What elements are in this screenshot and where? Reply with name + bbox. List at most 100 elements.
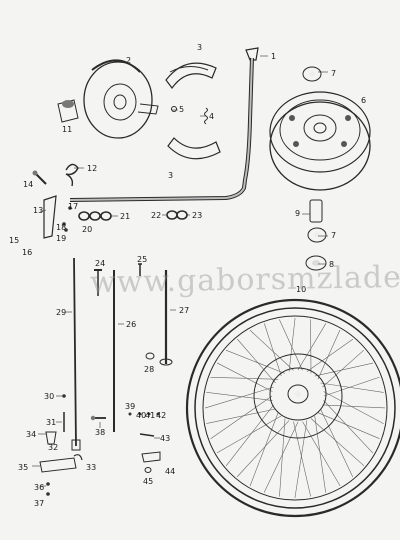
wheel-spoke (297, 323, 327, 371)
callout-7-bottom: 7 (331, 231, 336, 240)
callout-37: 37 (34, 499, 44, 508)
callout-18: 18 (56, 223, 66, 232)
wheel-spoke (206, 391, 273, 401)
callout-33: 33 (86, 463, 96, 472)
wheel-spoke (249, 412, 279, 487)
callout-41: 41 (145, 411, 155, 420)
callout-9: 9 (295, 209, 300, 218)
part-brake-rod (71, 257, 81, 451)
part-pin (171, 106, 177, 112)
wheel-spoke (225, 349, 286, 374)
leader-lines (32, 55, 328, 487)
wheel-spoke (216, 362, 273, 392)
wheel-spoke (314, 362, 374, 377)
part-seal-ring (305, 255, 327, 271)
callout-36: 36 (34, 483, 44, 492)
callout-26: 26 (126, 320, 136, 329)
part-spring-clip (65, 163, 79, 187)
wheel-spoke (323, 391, 384, 424)
callout-43: 43 (160, 434, 170, 443)
callout-7-top: 7 (331, 69, 336, 78)
callout-44: 44 (165, 467, 175, 476)
callout-22: 22 (151, 211, 161, 220)
callout-1: 1 (271, 52, 276, 61)
wheel-spoke (210, 395, 273, 440)
callout-21: 21 (120, 212, 130, 221)
part-lever-arm (43, 195, 57, 239)
part-rods (94, 263, 173, 432)
part-bolt-14 (32, 170, 47, 185)
part-brake-lever (69, 47, 259, 202)
callout-2: 2 (126, 56, 131, 65)
part-brake-anchor-plate (83, 59, 159, 139)
part-bearing-top (302, 66, 322, 82)
part-small-hardware-center (90, 412, 161, 473)
callout-6: 6 (361, 96, 366, 105)
callout-40: 40 (136, 411, 146, 420)
callout-29: 29 (56, 308, 66, 317)
wheel-spoke (225, 404, 274, 467)
part-nut (57, 99, 79, 123)
callout-20: 20 (82, 225, 92, 234)
callout-5: 5 (179, 105, 184, 114)
part-rings (62, 206, 188, 232)
callout-8: 8 (329, 260, 334, 269)
wheel-spoke (310, 418, 365, 467)
wheel-spoke (320, 408, 354, 478)
wheel-spoke (279, 319, 303, 371)
callout-24: 24 (95, 259, 105, 268)
wheel-spoke (236, 338, 276, 384)
callout-labels: 1 2 3 3 4 5 6 7 7 8 9 10 11 12 13 14 15 … (9, 43, 366, 508)
callout-30: 30 (44, 392, 54, 401)
wheel-spoke (322, 349, 365, 388)
wheel-spoke (323, 376, 380, 397)
part-spacer-tube (309, 199, 323, 223)
callout-39: 39 (125, 402, 135, 411)
part-bearing-bottom (307, 227, 327, 243)
part-wheel-hub (269, 91, 371, 191)
callout-11: 11 (62, 125, 72, 134)
callout-31: 31 (46, 418, 56, 427)
wheel-spoke (306, 338, 354, 372)
callout-19: 19 (56, 234, 66, 243)
wheel-spoke (249, 329, 294, 371)
wheel-spoke (279, 418, 286, 497)
wheel-spoke (294, 420, 308, 499)
callout-13: 13 (33, 206, 43, 215)
callout-35: 35 (18, 463, 28, 472)
wheel-spoke (206, 408, 276, 424)
wheel-spoke (302, 421, 341, 487)
wheel-spoke (288, 317, 296, 372)
part-small-hardware-left (39, 394, 83, 496)
wheel-spoke (210, 376, 279, 380)
callout-34: 34 (26, 430, 36, 439)
callout-32: 32 (48, 443, 58, 452)
callout-27: 27 (179, 306, 189, 315)
callout-25: 25 (137, 255, 147, 264)
wheel-spoke (263, 421, 299, 493)
wheel-spoke (320, 382, 384, 393)
callout-3-bottom: 3 (168, 171, 173, 180)
callout-38: 38 (95, 428, 105, 437)
wheel-spoke (293, 421, 312, 497)
callout-28: 28 (144, 365, 154, 374)
part-spoked-wheel (185, 298, 400, 518)
wheel-spoke (236, 420, 290, 478)
wheel-spoke (204, 386, 274, 409)
callout-16: 16 (22, 248, 32, 257)
wheel-spoke (216, 415, 282, 454)
wheel-spoke (317, 329, 341, 380)
callout-4: 4 (209, 112, 214, 121)
callout-10: 10 (296, 285, 306, 294)
wheel-spoke (323, 400, 374, 454)
callout-45: 45 (143, 477, 153, 486)
wheel-spoke (264, 323, 282, 377)
callout-23: 23 (192, 211, 202, 220)
callout-14: 14 (23, 180, 33, 189)
part-brake-shoes (165, 62, 221, 160)
callout-17: 17 (68, 202, 78, 211)
callout-12: 12 (87, 164, 97, 173)
wheel-spoke (322, 404, 386, 409)
